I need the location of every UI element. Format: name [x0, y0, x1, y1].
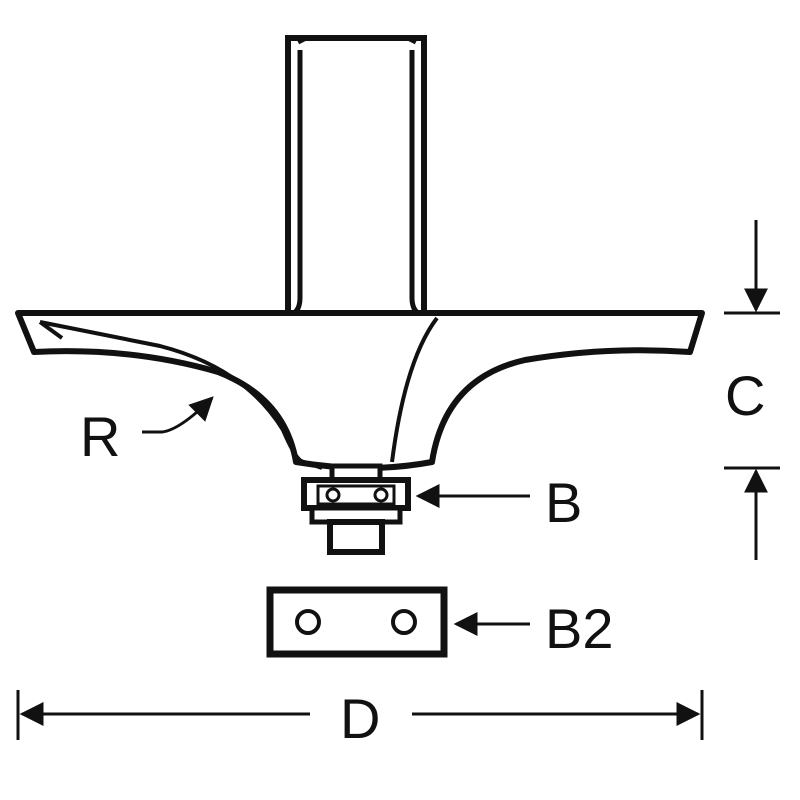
c-dimension	[724, 220, 780, 560]
label-d: D	[340, 687, 380, 750]
shank	[285, 35, 427, 319]
d-dimension	[16, 690, 704, 740]
label-b2: B2	[545, 597, 614, 660]
label-b: B	[545, 471, 582, 534]
label-c: C	[725, 364, 765, 427]
r-leader	[142, 396, 214, 434]
cutter-body	[15, 310, 705, 471]
label-r: R	[80, 405, 120, 468]
b2-bearing-detail	[266, 586, 448, 658]
bearing	[301, 463, 411, 555]
